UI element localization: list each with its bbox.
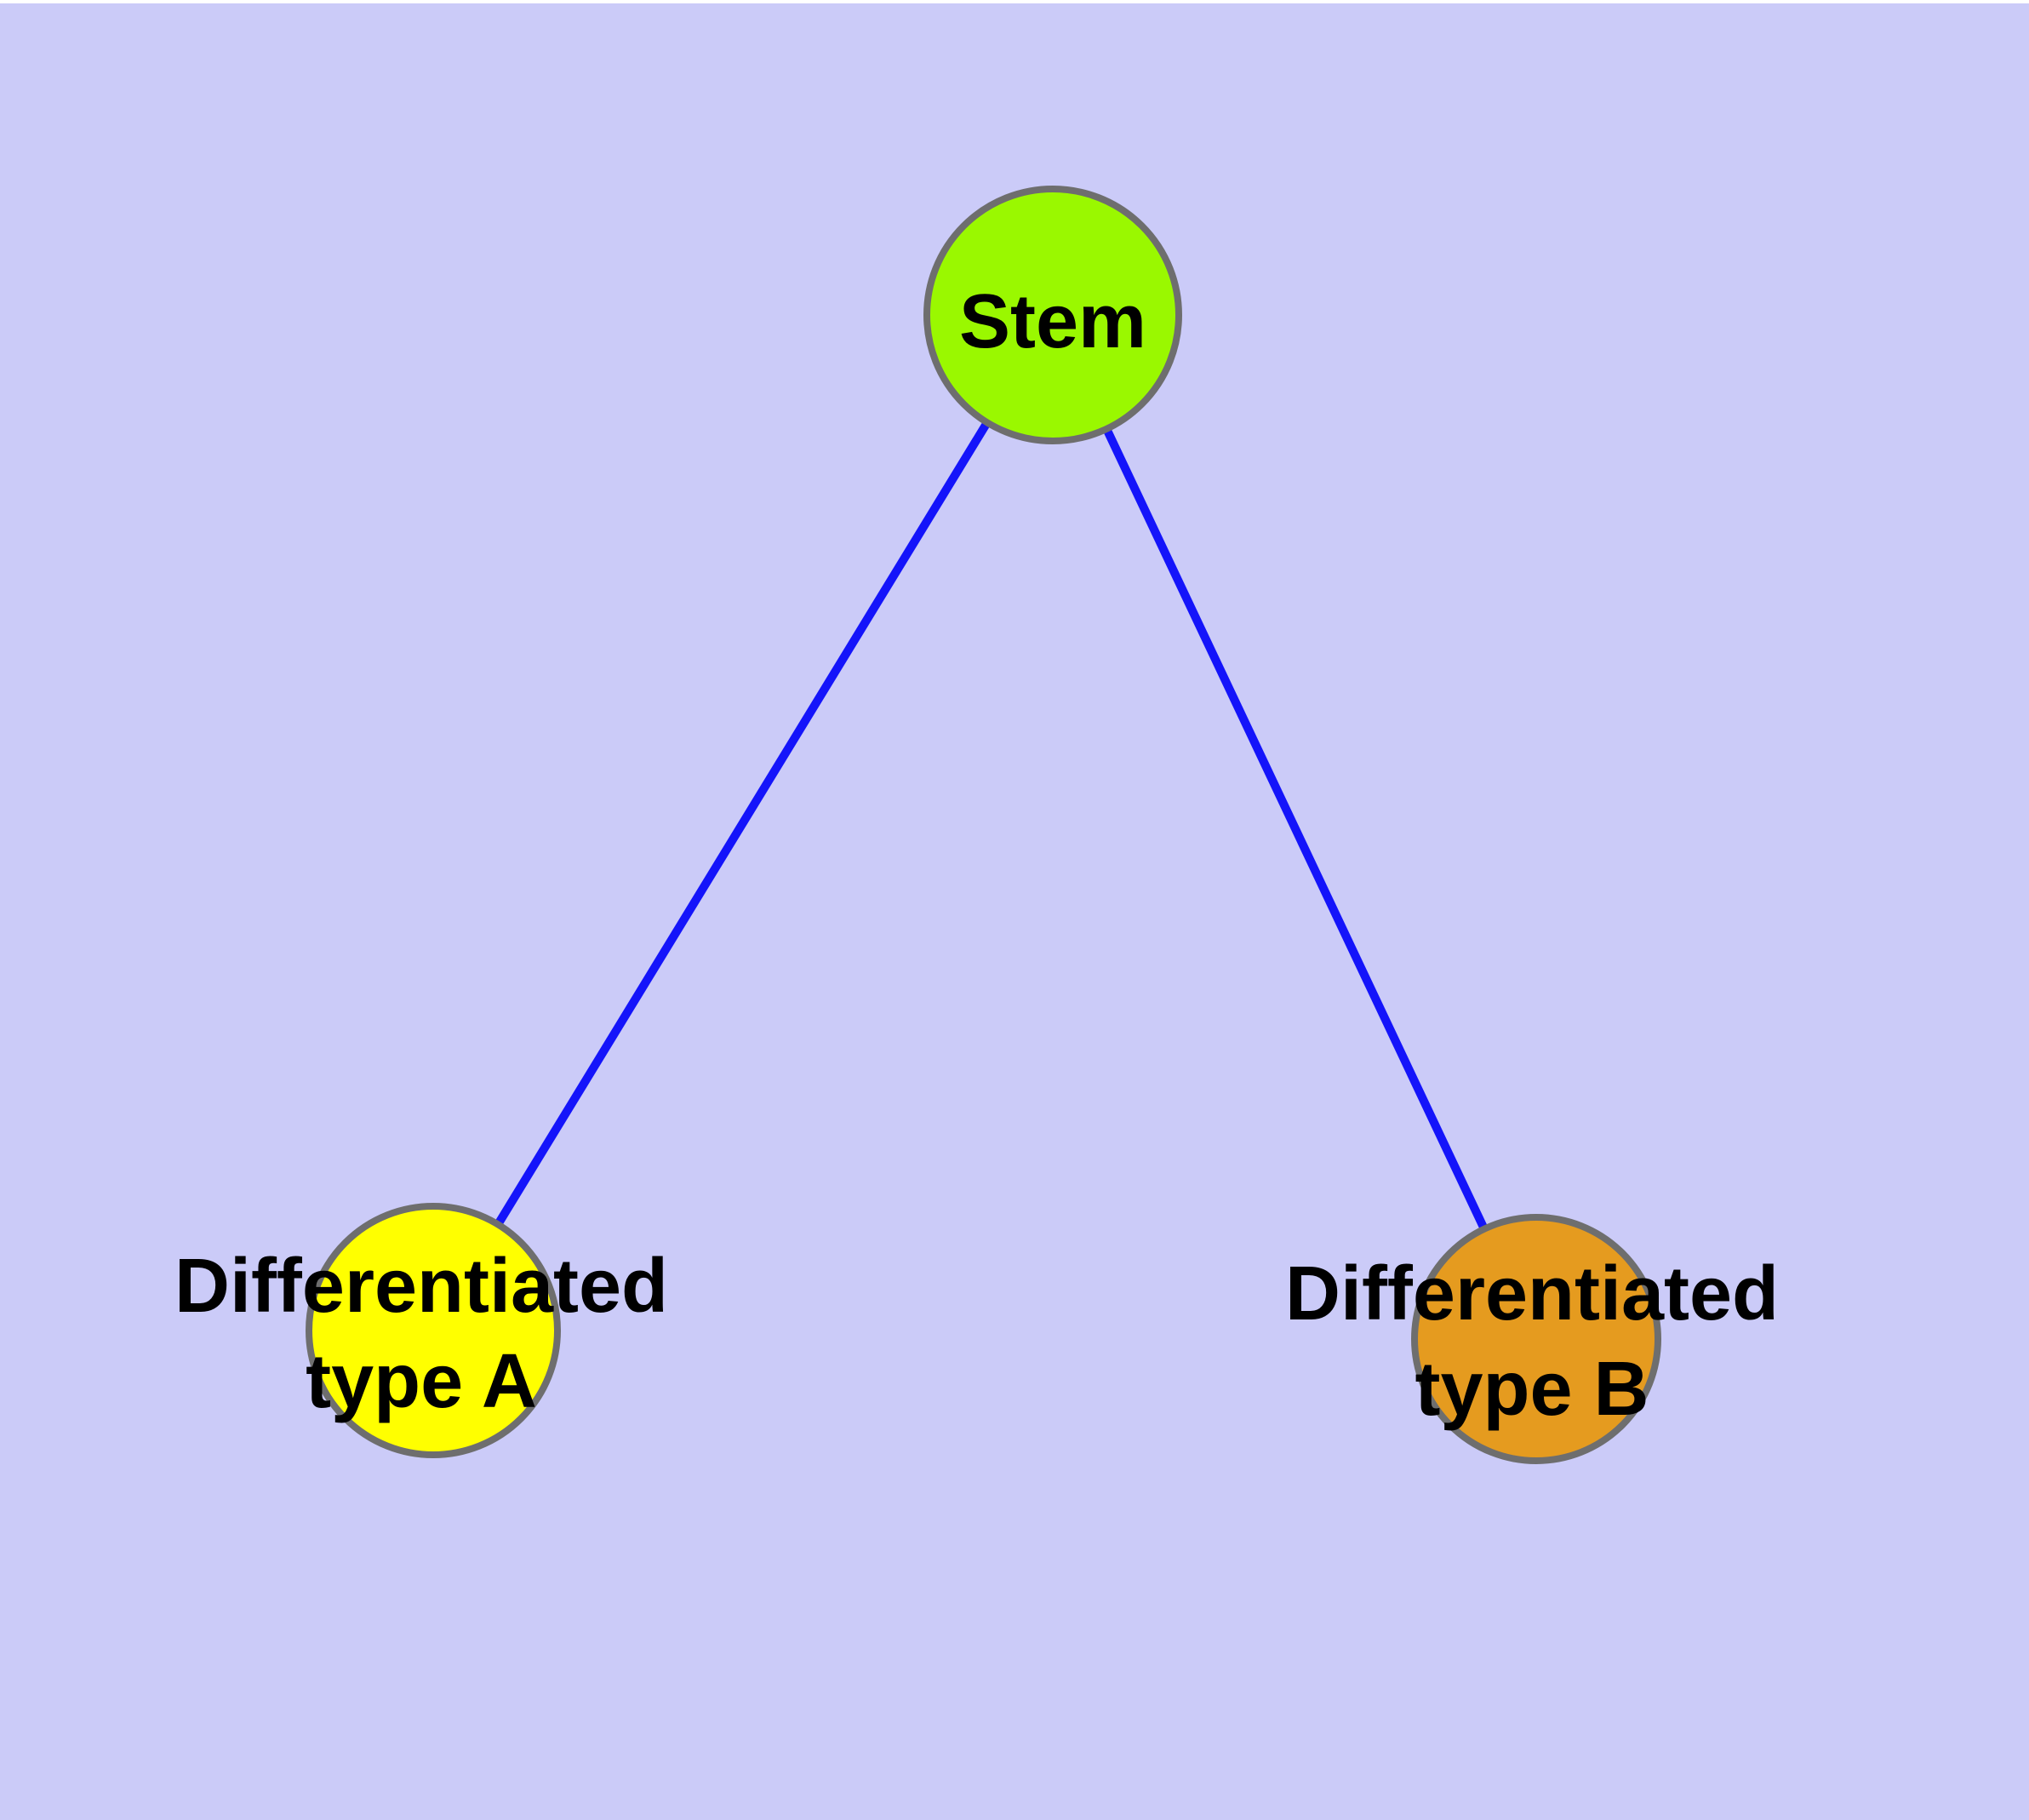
edge-stem-to-type-b xyxy=(1049,312,1540,1342)
type-a-node-circle xyxy=(306,1203,561,1458)
stem-node-circle xyxy=(923,186,1182,444)
type-b-node-circle xyxy=(1411,1214,1661,1464)
edge-stem-to-type-a xyxy=(429,312,1057,1333)
